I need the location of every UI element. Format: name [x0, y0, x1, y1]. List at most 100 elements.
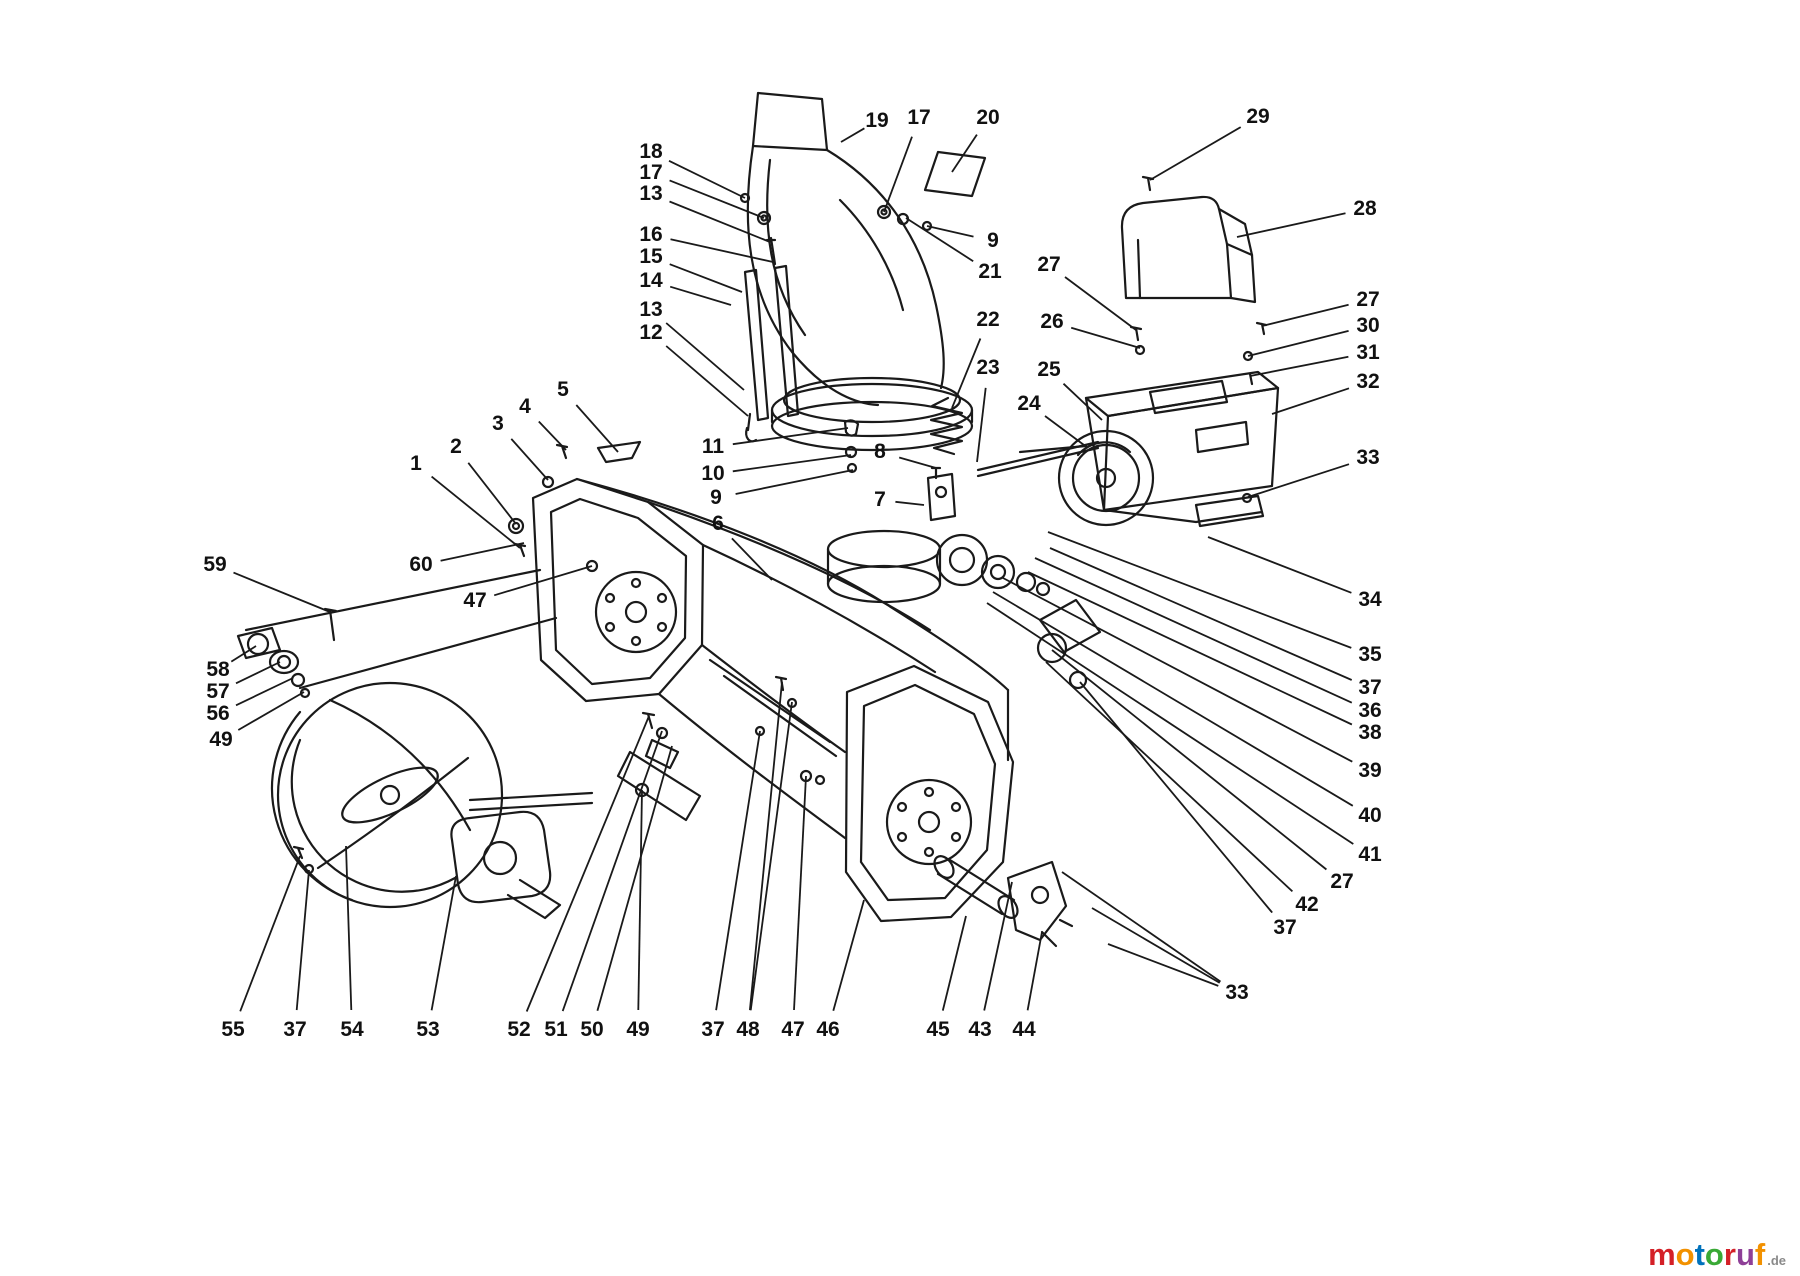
leader-line — [749, 701, 793, 1011]
leader-line — [493, 565, 593, 597]
brand-letter: t — [1694, 1237, 1705, 1272]
leader-line — [669, 263, 743, 293]
leader-line — [665, 345, 749, 417]
leader-line — [1261, 303, 1349, 327]
leader-line — [895, 500, 925, 506]
brand-letter: u — [1735, 1237, 1755, 1272]
brand-letter: f — [1754, 1237, 1766, 1272]
leader-line — [1034, 557, 1353, 704]
leader-line — [1207, 536, 1352, 594]
leader-line — [976, 387, 987, 463]
leader-line — [926, 225, 974, 238]
auger-bolt-55 — [292, 845, 305, 860]
leader-line — [668, 159, 746, 199]
leader-line — [1271, 387, 1350, 415]
leader-line — [715, 730, 761, 1011]
chute-base-parts — [236, 568, 558, 699]
leader-line — [992, 591, 1354, 807]
brand-domain-suffix: .de — [1767, 1253, 1786, 1268]
leader-line — [235, 677, 294, 707]
leader-line — [732, 427, 849, 446]
decal-5 — [596, 440, 642, 464]
leader-line — [669, 179, 765, 219]
leader-line — [430, 875, 457, 1011]
leader-line — [239, 855, 301, 1012]
leader-line — [793, 775, 807, 1011]
leader-line — [986, 602, 1354, 845]
leader-line — [345, 845, 353, 1011]
leader-line — [295, 869, 310, 1011]
leader-line — [670, 238, 774, 263]
brand-letter: m — [1648, 1237, 1676, 1272]
chute-mount-hardware — [843, 419, 860, 474]
leader-line — [735, 469, 854, 495]
leader-line — [669, 285, 732, 306]
chute-hardware — [739, 192, 933, 266]
brand-logo-text: motoruf — [1648, 1239, 1765, 1270]
leader-line — [941, 915, 967, 1011]
leader-line — [1047, 531, 1352, 649]
leader-line — [467, 462, 517, 525]
chute-crank-rod — [976, 440, 1100, 478]
leader-line — [233, 571, 331, 613]
recoil-starter — [1057, 429, 1155, 527]
leader-line — [1070, 326, 1141, 349]
leader-line — [1079, 681, 1273, 914]
leader-line — [525, 715, 650, 1012]
leader-line — [669, 200, 771, 243]
leader-line — [1107, 943, 1219, 987]
leader-line — [665, 322, 745, 391]
leader-line — [1249, 355, 1349, 377]
leader-line — [983, 881, 1013, 1011]
leader-line — [1091, 907, 1221, 984]
brand-letter: o — [1675, 1237, 1695, 1272]
auger-housing — [531, 477, 1015, 923]
leader-line — [883, 136, 913, 213]
leader-line — [732, 454, 852, 473]
leader-line — [1236, 212, 1346, 238]
axle-support — [933, 855, 1074, 948]
frame-hardware — [1129, 321, 1268, 386]
leader-line — [731, 537, 773, 581]
leader-line — [1064, 276, 1137, 331]
leader-line — [1044, 415, 1089, 449]
impeller-parts — [935, 533, 1102, 690]
leader-line — [1049, 547, 1353, 681]
decal-20 — [923, 150, 987, 198]
leader-line — [1247, 330, 1349, 357]
leader-line — [840, 127, 865, 143]
leader-line — [575, 404, 619, 453]
leader-line — [230, 645, 257, 663]
leader-line — [440, 542, 525, 562]
leader-line — [832, 899, 865, 1011]
leader-line — [561, 730, 663, 1012]
brand-letter: o — [1704, 1237, 1724, 1272]
leader-line — [951, 134, 978, 173]
leader-line — [1027, 571, 1353, 726]
leader-line — [1062, 383, 1103, 421]
brand-letter: r — [1723, 1237, 1736, 1272]
leader-line — [749, 681, 783, 1011]
leader-line — [1051, 649, 1327, 871]
leader-line — [237, 691, 305, 731]
leader-line — [538, 420, 567, 451]
leader-line — [1002, 577, 1353, 763]
leader-line — [596, 745, 673, 1011]
leader-line — [1026, 931, 1043, 1011]
chute-spring — [929, 396, 964, 456]
leader-line — [1149, 126, 1242, 181]
leader-line — [1045, 661, 1294, 893]
leader-line — [905, 217, 974, 262]
leader-line — [637, 789, 643, 1011]
leader-line — [510, 438, 549, 481]
engine-cover — [1120, 195, 1257, 304]
leader-line — [898, 456, 937, 469]
discharge-chute — [746, 91, 974, 452]
leader-line — [951, 338, 982, 409]
brand-watermark: motoruf .de — [1648, 1239, 1786, 1270]
leader-line — [1061, 871, 1222, 983]
leader-line — [235, 661, 281, 685]
auger-assembly — [270, 681, 594, 920]
